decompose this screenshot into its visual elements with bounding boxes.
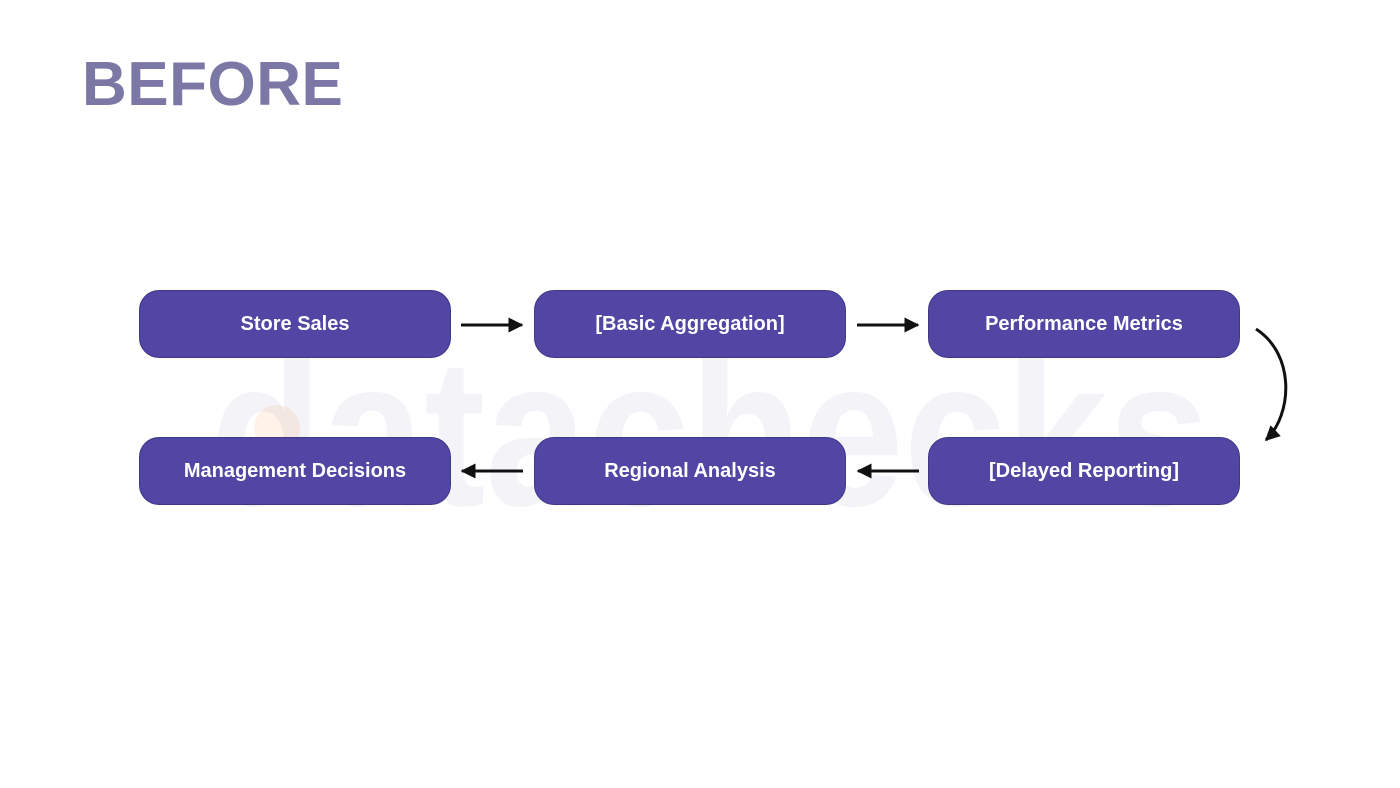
- node-store-sales: Store Sales: [139, 290, 451, 358]
- arrow-performance-metrics-to-delayed-reporting: [1255, 327, 1288, 442]
- node-label: Management Decisions: [183, 459, 407, 482]
- node-delayed-reporting: [Delayed Reporting]: [928, 437, 1240, 505]
- node-performance-metrics: Performance Metrics: [928, 290, 1240, 358]
- node-label: Regional Analysis: [604, 459, 776, 482]
- node-basic-aggregation: [Basic Aggregation]: [534, 290, 846, 358]
- node-label: [Basic Aggregation]: [595, 312, 785, 335]
- node-regional-analysis: Regional Analysis: [534, 437, 846, 505]
- node-management-decisions: Management Decisions: [139, 437, 451, 505]
- node-label: Store Sales: [240, 312, 350, 335]
- node-label: Performance Metrics: [985, 312, 1183, 335]
- node-label: [Delayed Reporting]: [988, 459, 1180, 482]
- page-title: BEFORE: [82, 50, 344, 119]
